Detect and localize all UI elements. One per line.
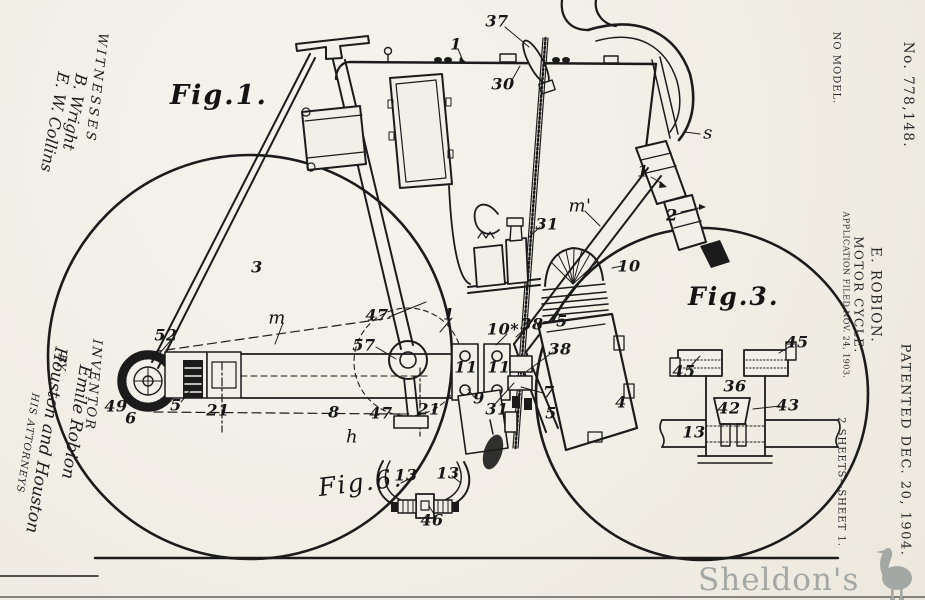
patented-date: PATENTED DEC. 20, 1904. <box>897 343 913 557</box>
rear-stay-rod <box>151 53 316 369</box>
rear-wheel <box>46 153 454 561</box>
patent-number: No. 778,148. <box>900 41 916 149</box>
sheet-note: 2 SHEETS—SHEET 1. <box>835 417 847 547</box>
chain-dashed-lines <box>151 317 421 437</box>
battery-box <box>301 105 367 172</box>
control-lever <box>522 39 556 95</box>
patent-title: MOTOR CYCLE. <box>851 236 866 354</box>
patent-heading: E. ROBION. MOTOR CYCLE. APPLICATION FILE… <box>839 212 884 379</box>
ground-line <box>0 556 925 598</box>
handlebar <box>560 0 695 142</box>
no-model-note: NO MODEL. <box>830 31 842 105</box>
application-note: APPLICATION FILED NOV. 24, 1903. <box>841 211 851 379</box>
top-tube <box>334 46 658 150</box>
foot-pedal <box>482 419 504 470</box>
patent-inventor-name: E. ROBION. <box>867 246 884 344</box>
fig6-detail <box>376 460 471 519</box>
fuel-tank <box>387 73 454 189</box>
fig1-title: Fig.1. <box>170 80 268 111</box>
fig3-detail <box>659 341 841 464</box>
leader-lines <box>158 26 792 515</box>
engine <box>536 247 639 452</box>
saddle <box>295 35 370 60</box>
emu-icon <box>876 548 912 600</box>
fig3-title: Fig.3. <box>688 282 780 311</box>
drive-tube <box>164 351 453 399</box>
watermark-text: Sheldon's Emu <box>698 562 860 600</box>
carburetor <box>448 185 541 294</box>
